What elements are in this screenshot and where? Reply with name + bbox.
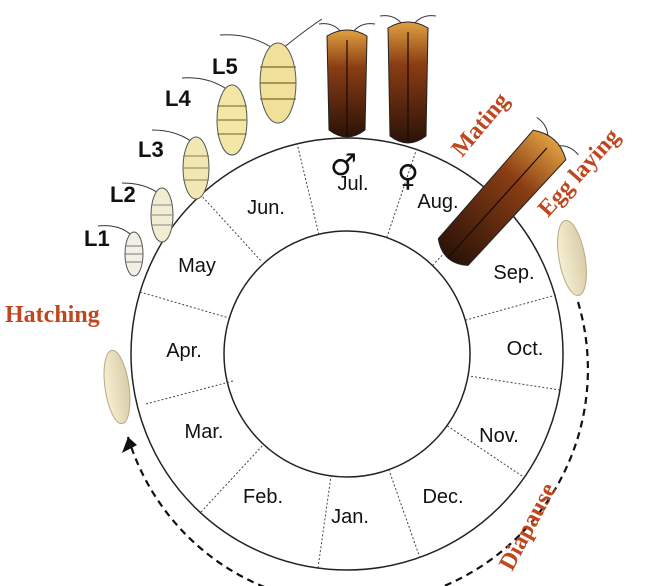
month-label-may: May — [178, 255, 216, 277]
month-label-mar: Mar. — [185, 421, 224, 443]
month-label-oct: Oct. — [507, 338, 544, 360]
month-label-sep: Sep. — [493, 262, 534, 284]
adult-female-icon — [380, 16, 436, 143]
female-symbol: ♀ — [397, 159, 419, 194]
month-label-aug: Aug. — [417, 191, 458, 213]
phase-label-hatching: Hatching — [5, 302, 100, 328]
egg-icon-right — [553, 218, 592, 297]
adult-male-icon — [319, 24, 375, 137]
phase-label-mating: Mating — [447, 88, 515, 162]
month-label-jan: Jan. — [331, 506, 369, 528]
month-label-apr: Apr. — [166, 340, 202, 362]
stage-label-l4: L4 — [165, 86, 191, 111]
stage-label-l5: L5 — [212, 54, 238, 79]
stage-label-l2: L2 — [110, 182, 136, 207]
male-symbol: ♂ — [330, 148, 357, 183]
month-label-nov: Nov. — [479, 425, 519, 447]
month-label-jun: Jun. — [247, 197, 285, 219]
stage-label-l3: L3 — [138, 137, 164, 162]
inner-ring — [224, 231, 470, 477]
month-label-dec: Dec. — [422, 486, 463, 508]
phase-label-diapause: Diapause — [494, 479, 562, 575]
month-label-feb: Feb. — [243, 486, 283, 508]
egg-icon-left — [100, 349, 134, 426]
stage-label-l1: L1 — [84, 226, 110, 251]
